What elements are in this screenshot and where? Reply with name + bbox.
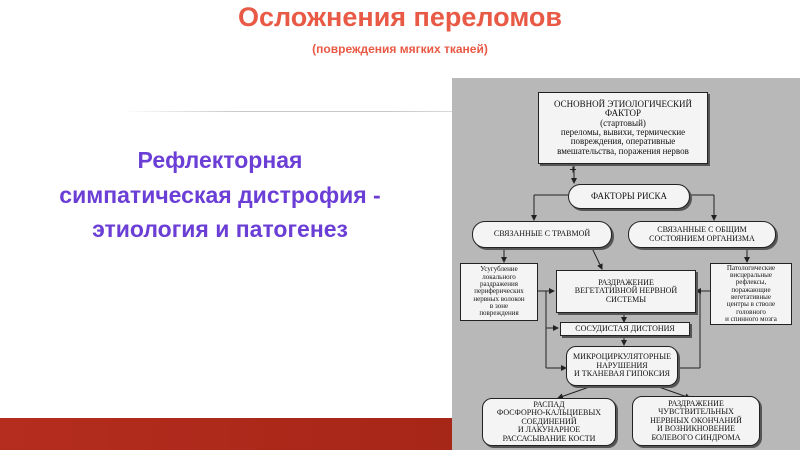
box-line: И ЛАКУНАРНОЕ (517, 425, 581, 435)
box-line: РАЗДРАЖЕНИЕ (668, 399, 724, 409)
box-line: НЕРВНЫХ ОКОНЧАНИЙ (650, 415, 742, 425)
heading-line: симпатическая дистрофия - (59, 181, 381, 208)
box-line: висцеральные (730, 270, 772, 279)
bone-breakdown: РАСПАД ФОСФОРНО-КАЛЬЦИЕВЫХ СОЕДИНЕНИЙ И … (482, 398, 616, 446)
nerve-irritation: РАЗДРАЖЕНИЕ ЧУВСТВИТЕЛЬНЫХ НЕРВНЫХ ОКОНЧ… (632, 396, 760, 446)
box-line: (стартовый) (600, 117, 646, 128)
box-line: Усугубление (480, 265, 518, 274)
autonomic-irritation: РАЗДРАЖЕНИЕ ВЕГЕТАТИВНОЙ НЕРВНОЙ СИСТЕМЫ (556, 270, 696, 313)
diagram-connectors (501, 164, 750, 400)
box-line: И ТКАНЕВАЯ ГИПОКСИЯ (574, 369, 670, 379)
section-heading: Рефлекторная симпатическая дистрофия - э… (0, 143, 440, 247)
heading-line: Рефлекторная (137, 147, 303, 173)
footer-bar (0, 418, 452, 450)
risk-factors: ФАКТОРЫ РИСКА (568, 184, 690, 209)
local-irritation: Усугубление локального раздражения периф… (460, 263, 538, 321)
slide-title: Осложнения переломов (237, 2, 563, 32)
main-etiological-factor: ОСНОВНОЙ ЭТИОЛОГИЧЕСКИЙ ФАКТОР (стартовы… (538, 92, 708, 164)
box-line: РАСПАД (533, 400, 565, 410)
box-line: МИКРОЦИРКУЛЯТОРНЫЕ (573, 352, 671, 362)
box-line: повреждения (479, 309, 519, 318)
slide-subtitle: (повреждения мягких тканей) (312, 42, 488, 56)
box-line: и спинного мозга (725, 315, 777, 324)
box-line: НАРУШЕНИЯ (596, 360, 648, 370)
trauma-related: СВЯЗАННЫЕ С ТРАВМОЙ (472, 221, 612, 248)
box-line: повреждения, оперативные (570, 136, 676, 147)
heading-line: этиология и патогенез (92, 216, 348, 242)
divider-line (120, 111, 460, 112)
box-line: СИСТЕМЫ (605, 294, 647, 304)
box-line: вмешательства, поражения нервов (557, 145, 689, 156)
pathogenesis-diagram: ОСНОВНОЙ ЭТИОЛОГИЧЕСКИЙ ФАКТОР (стартовы… (452, 78, 800, 450)
box-line: СОЕДИНЕНИЙ (521, 416, 577, 426)
connector-micro-to-bone (557, 385, 593, 400)
box-line: вегетативные (731, 293, 771, 301)
plus-sign: + (569, 162, 577, 178)
box-line: Патологические (726, 263, 776, 272)
box-line: раздражения (480, 279, 518, 288)
box-line: ФАКТОР (605, 108, 641, 119)
box-line: головного (736, 307, 766, 316)
box-line: в зоне (489, 302, 509, 311)
box-line: ОСНОВНОЙ ЭТИОЛОГИЧЕСКИЙ (553, 98, 692, 109)
vascular-dystonia: СОСУДИСТАЯ ДИСТОНИЯ (560, 322, 690, 336)
connector-trauma-to-autonomic (591, 247, 603, 270)
box-line: БОЛЕВОГО СИНДРОМА (651, 432, 741, 442)
box-line: ВЕГЕТАТИВНОЙ НЕРВНОЙ (574, 286, 678, 296)
box-line: поражающие (731, 285, 771, 294)
general-condition: СВЯЗАННЫЕ С ОБЩИМ СОСТОЯНИЕМ ОРГАНИЗМА (628, 221, 776, 248)
box-line: локального (482, 272, 516, 281)
box-line: нервных волокон (473, 294, 525, 303)
box-line: СВЯЗАННЫЕ С ОБЩИМ (657, 225, 747, 235)
box-line: ФОСФОРНО-КАЛЬЦИЕВЫХ (496, 408, 602, 418)
pathological-reflexes: Патологические висцеральные рефлексы, по… (710, 263, 792, 325)
microcirculatory-disorders: МИКРОЦИРКУЛЯТОРНЫЕ НАРУШЕНИЯ И ТКАНЕВАЯ … (566, 346, 678, 386)
box-line: периферических (474, 287, 524, 296)
box-line: СОСТОЯНИЕМ ОРГАНИЗМА (649, 233, 755, 243)
box-line: И ВОЗНИКНОВЕНИЕ (656, 424, 735, 434)
box-line: РАЗДРАЖЕНИЕ (598, 277, 654, 287)
box-line: РАССАСЫВАНИЕ КОСТИ (502, 433, 596, 443)
box-line: рефлексы, (735, 278, 767, 287)
box-line: ЧУВСТВИТЕЛЬНЫХ (658, 407, 734, 417)
box-line: переломы, вывихи, термические (560, 127, 686, 137)
box-line: центры в стволе (726, 300, 776, 309)
